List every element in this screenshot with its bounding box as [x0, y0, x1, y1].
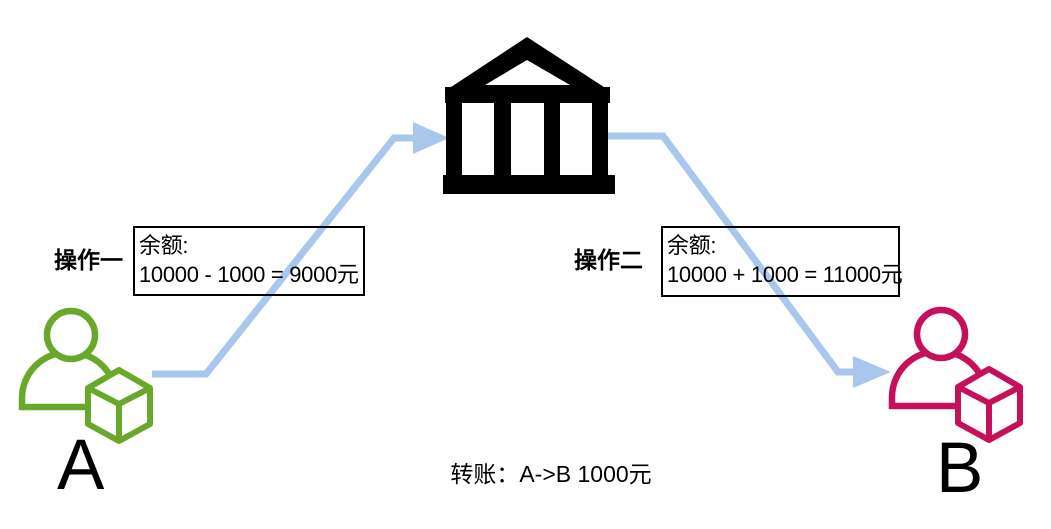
person-a-label: A — [57, 426, 105, 505]
arrowhead-to-b — [853, 356, 891, 388]
bank-base — [443, 175, 615, 194]
balance-a-title: 余额: — [139, 233, 189, 258]
arrow-a-to-bank — [152, 122, 449, 378]
bank-entablature — [445, 87, 610, 103]
bank-icon — [443, 37, 615, 194]
bank-column-3 — [544, 103, 560, 177]
balance-b-formula: 10000 + 1000 = 11000元 — [667, 262, 903, 287]
arrowhead-to-bank — [413, 122, 449, 154]
transfer-caption: 转账：A->B 1000元 — [450, 461, 652, 487]
person-a-icon — [22, 311, 150, 441]
bank-column-4 — [592, 103, 608, 177]
balance-box-a: 余额: 10000 - 1000 = 9000元 — [133, 226, 365, 296]
bank-column-2 — [494, 103, 511, 177]
operation-1-label: 操作一 — [54, 247, 123, 273]
arrow-bank-to-b — [608, 132, 891, 388]
bank-column-1 — [446, 103, 462, 177]
bank-pediment-inner — [485, 60, 570, 85]
operation-2-label: 操作二 — [574, 247, 643, 273]
person-b-label: B — [936, 429, 984, 508]
balance-a-formula: 10000 - 1000 = 9000元 — [139, 262, 359, 287]
balance-b-title: 余额: — [667, 233, 717, 258]
balance-box-b: 余额: 10000 + 1000 = 11000元 — [661, 226, 903, 297]
person-b-icon — [892, 310, 1020, 440]
